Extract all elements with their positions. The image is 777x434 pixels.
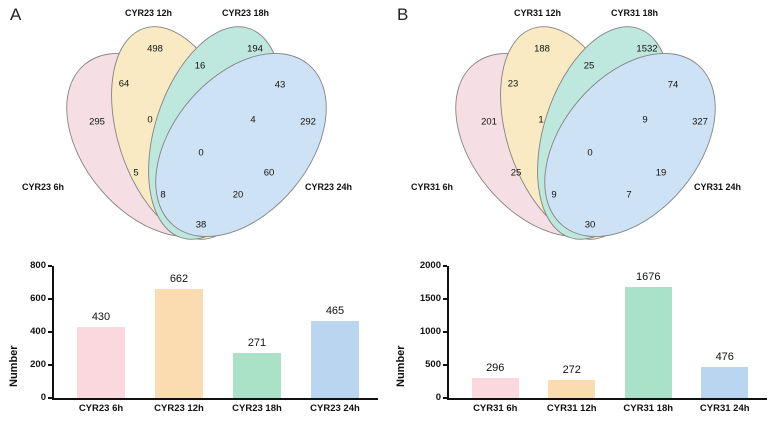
y-tick-mark xyxy=(443,331,447,333)
y-tick-mark xyxy=(48,364,52,366)
venn-value: 327 xyxy=(692,117,708,128)
venn-value: 23 xyxy=(508,79,519,90)
x-axis-line xyxy=(447,398,767,400)
panel-a: A 295 498 194 292 64 16 43 0 4 5 60 0 8 … xyxy=(0,0,388,434)
venn-value: 16 xyxy=(195,61,206,72)
venn-value: 188 xyxy=(534,44,550,55)
bar-value-label: 296 xyxy=(486,362,505,375)
venn-svg-a: 295 498 194 292 64 16 43 0 4 5 60 0 8 20… xyxy=(66,26,327,240)
x-tick-label: CYR23 18h xyxy=(232,403,282,414)
bar-value-label: 272 xyxy=(562,364,581,377)
venn-value: 194 xyxy=(247,44,263,55)
bar-value-label: 662 xyxy=(169,272,189,285)
venn-set-label-6h: CYR23 6h xyxy=(22,182,65,192)
venn-value: 25 xyxy=(584,61,595,72)
venn-value: 498 xyxy=(147,44,163,55)
bar-value-label: 476 xyxy=(715,350,734,363)
venn-diagram-a: 295 498 194 292 64 16 43 0 4 5 60 0 8 20… xyxy=(0,0,388,250)
x-tick-label: CYR31 6h xyxy=(473,403,518,414)
venn-value: 1 xyxy=(538,115,543,126)
bar xyxy=(76,327,126,398)
y-tick-label: 600 xyxy=(30,293,46,304)
venn-value: 64 xyxy=(119,79,130,90)
y-tick-label: 1000 xyxy=(419,326,441,337)
venn-value: 19 xyxy=(656,168,667,179)
panel-b: B 201 188 1532 327 23 25 74 1 9 25 19 0 … xyxy=(389,0,777,434)
panel-letter-b: B xyxy=(397,5,409,24)
venn-set-label-24h: CYR31 24h xyxy=(694,182,742,192)
venn-set-label-12h: CYR23 12h xyxy=(125,8,173,18)
venn-svg-b: 201 188 1532 327 23 25 74 1 9 25 19 0 9 … xyxy=(455,26,716,240)
venn-value: 8 xyxy=(160,190,165,201)
venn-value: 201 xyxy=(481,117,497,128)
x-tick-label: CYR23 6h xyxy=(78,403,124,414)
y-tick-label: 0 xyxy=(435,392,441,403)
bar xyxy=(154,288,204,398)
venn-value: 4 xyxy=(250,115,255,126)
y-tick-mark xyxy=(48,298,52,300)
venn-value: 25 xyxy=(511,168,522,179)
venn-value: 292 xyxy=(300,117,316,128)
venn-value: 43 xyxy=(275,80,286,91)
x-tick-label: CYR23 12h xyxy=(154,403,204,414)
bar xyxy=(548,380,596,398)
y-tick-mark xyxy=(48,397,52,399)
venn-value: 74 xyxy=(668,80,679,91)
y-tick-mark xyxy=(443,298,447,300)
bar xyxy=(701,366,749,398)
venn-value: 1532 xyxy=(636,44,657,55)
venn-value: 0 xyxy=(198,148,203,159)
y-axis-line xyxy=(447,266,449,398)
venn-diagram-b: 201 188 1532 327 23 25 74 1 9 25 19 0 9 … xyxy=(389,0,777,250)
bar xyxy=(310,321,360,398)
y-tick-label: 400 xyxy=(30,326,46,337)
venn-value: 7 xyxy=(626,190,631,201)
y-tick-label: 800 xyxy=(30,260,46,271)
venn-set-label-12h: CYR31 12h xyxy=(514,8,562,18)
y-tick-mark xyxy=(443,397,447,399)
y-tick-mark xyxy=(443,364,447,366)
x-axis-line xyxy=(52,398,378,400)
y-tick-label: 2000 xyxy=(419,260,441,271)
venn-ellipse-24h xyxy=(544,53,716,237)
bar-value-label: 430 xyxy=(91,311,111,324)
venn-value: 20 xyxy=(233,190,244,201)
venn-set-label-6h: CYR31 6h xyxy=(411,182,454,192)
y-axis-line xyxy=(52,266,54,398)
bar-value-label: 1676 xyxy=(636,271,661,284)
bar-value-label: 271 xyxy=(247,337,267,350)
venn-value: 9 xyxy=(551,190,556,201)
venn-value: 60 xyxy=(264,168,275,179)
venn-value: 38 xyxy=(196,220,207,231)
y-tick-label: 1500 xyxy=(419,293,441,304)
y-tick-mark xyxy=(443,265,447,267)
x-tick-label: CYR31 24h xyxy=(699,403,750,414)
venn-ellipse-24h xyxy=(155,53,327,237)
panel-letter-a: A xyxy=(10,5,22,24)
venn-set-label-18h: CYR23 18h xyxy=(222,8,270,18)
x-tick-label: CYR31 18h xyxy=(623,403,674,414)
y-tick-label: 0 xyxy=(40,392,46,403)
y-tick-mark xyxy=(48,331,52,333)
bar xyxy=(471,378,519,398)
venn-value: 0 xyxy=(587,148,592,159)
venn-value: 5 xyxy=(133,168,138,179)
venn-set-label-24h: CYR23 24h xyxy=(305,182,353,192)
x-tick-label: CYR23 24h xyxy=(310,403,360,414)
venn-value: 30 xyxy=(585,220,596,231)
y-tick-label: 500 xyxy=(425,359,441,370)
bar xyxy=(624,287,672,398)
y-tick-label: 200 xyxy=(30,359,46,370)
venn-value: 0 xyxy=(147,115,152,126)
venn-value: 295 xyxy=(89,117,105,128)
y-tick-mark xyxy=(48,265,52,267)
x-tick-label: CYR31 12h xyxy=(546,403,597,414)
bar-value-label: 465 xyxy=(325,305,345,318)
venn-set-label-18h: CYR31 18h xyxy=(611,8,659,18)
bar xyxy=(232,353,282,398)
venn-value: 9 xyxy=(642,115,647,126)
